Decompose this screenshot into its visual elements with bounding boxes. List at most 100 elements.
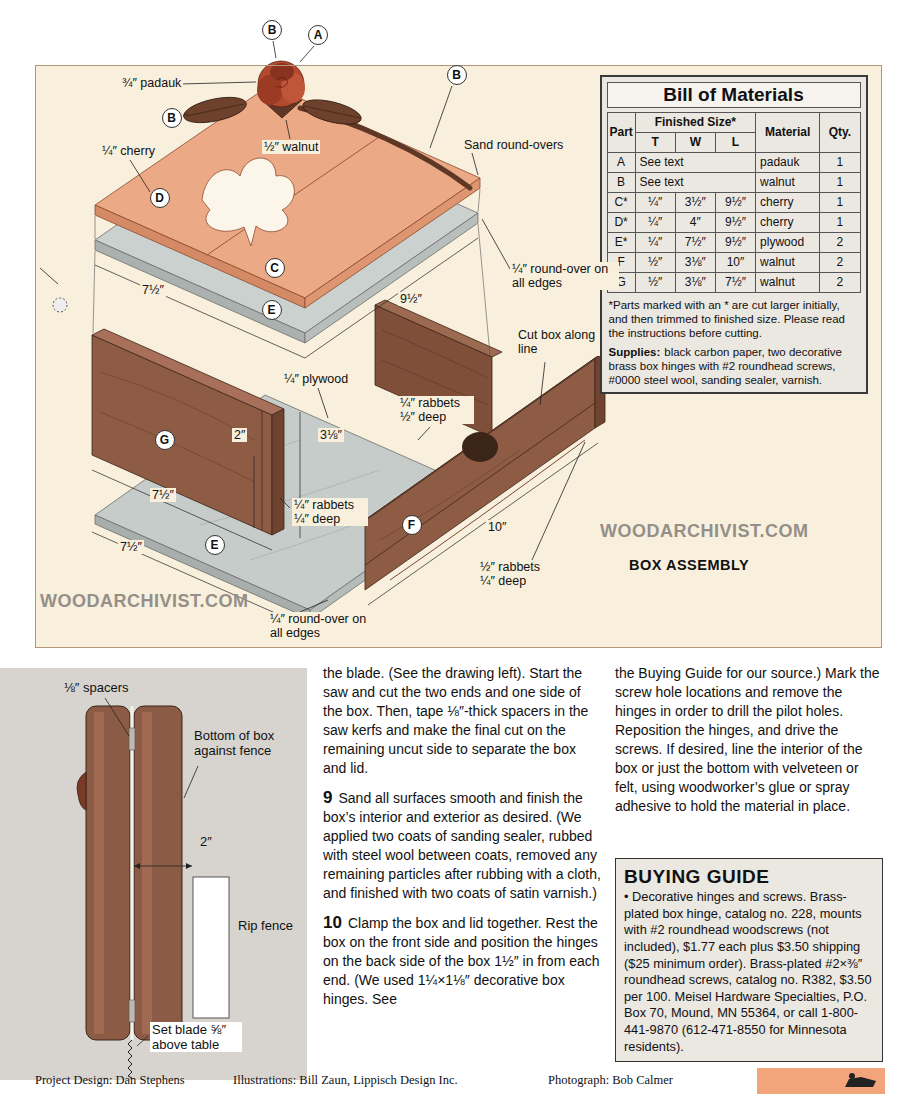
table-cell: See text (635, 172, 755, 192)
front-panel-f (462, 432, 498, 462)
cherry-lid (95, 85, 480, 298)
table-cell: 1 (820, 152, 860, 172)
leader-lines (300, 46, 314, 62)
table-cell: ½″ (635, 272, 675, 292)
explode-lines (93, 189, 490, 355)
text-column: the Buying Guide for our source.) Mark t… (615, 664, 883, 816)
paragraph-number: 10 (323, 913, 342, 932)
cut-figure (0, 668, 307, 1080)
end-panel-g (262, 411, 263, 531)
callout-circle: B (262, 20, 282, 40)
end-panel (375, 300, 502, 357)
hinge-pin (53, 298, 67, 312)
dimension-label: 7½″ (150, 488, 176, 502)
callout-letter: E (263, 301, 281, 319)
dimension-label: ¼″ rabbets ¼″ deep (292, 498, 368, 526)
callout-letter: G (156, 431, 174, 449)
leader-lines (286, 120, 290, 139)
supplies-heading: Supplies: (609, 346, 661, 358)
table-header: Finished Size* (635, 112, 755, 132)
table-cell: 1 (820, 212, 860, 232)
table-cell: plywood (756, 232, 820, 252)
leader-lines (183, 113, 188, 116)
panel-ground (35, 65, 882, 648)
callout-circle: A (308, 25, 328, 45)
table-header: Part (607, 112, 635, 152)
leader-lines (300, 600, 328, 612)
cherry-lid (202, 158, 294, 246)
rose-carving (258, 61, 304, 107)
dimension-label: ¼″ round-over on all edges (268, 612, 377, 640)
footer-tab (757, 1068, 885, 1094)
table-cell: ¼″ (635, 232, 675, 252)
table-cell: 2 (820, 232, 860, 252)
dimension-lines (305, 238, 478, 358)
end-panel (382, 330, 488, 405)
explode-lines (478, 224, 490, 355)
paragraph-number: 9 (323, 788, 332, 807)
dimension-lines (95, 265, 305, 358)
table-header: W (675, 132, 715, 152)
table-cell: D* (607, 212, 635, 232)
table-cell: cherry (756, 192, 820, 212)
materials-table: PartFinished Size*MaterialQty.TWLASee te… (607, 112, 861, 293)
table-header: Qty. (820, 112, 860, 152)
callout-circle: C (265, 258, 285, 278)
paragraph: 10Clamp the box and lid together. Rest t… (323, 913, 603, 1009)
dimension-label: 10″ (486, 520, 508, 534)
callout-letter: D (151, 189, 169, 207)
callout-letter: E (206, 536, 224, 554)
table-cell: walnut (756, 252, 820, 272)
table-title: Bill of Materials (607, 82, 861, 108)
footer-tab (849, 1073, 855, 1079)
header-row: PartFinished Size*MaterialQty. (607, 112, 860, 132)
leader-lines (540, 362, 545, 405)
front-panel-f (365, 352, 605, 590)
footer-tab (845, 1077, 876, 1087)
cut-figure (94, 712, 104, 1034)
cut-figure (134, 706, 182, 1040)
table-cell: 10″ (715, 252, 755, 272)
leader-lines (40, 268, 58, 284)
callout-letter: F (403, 516, 421, 534)
dimension-label: 7½″ (140, 283, 166, 297)
credit-line: Project Design: Dan Stephens (35, 1073, 185, 1088)
table-cell: walnut (756, 172, 820, 192)
table-cell: 4″ (675, 212, 715, 232)
cut-figure (134, 866, 192, 867)
dimension-label: ¼″ round-over on all edges (510, 262, 619, 290)
table-row: G½″3⅛″7½″walnut2 (607, 272, 860, 292)
table-row: E*¼″7½″9½″plywood2 (607, 232, 860, 252)
cut-figure (193, 877, 229, 1018)
table-cell: cherry (756, 212, 820, 232)
dimension-label: ¼″ cherry (100, 144, 157, 158)
end-panel-g (92, 329, 284, 535)
bill-of-materials: Bill of MaterialsPartFinished Size*Mater… (600, 75, 868, 394)
explode-lines (478, 189, 480, 212)
figure-label: 2″ (198, 834, 214, 849)
dimension-label: ½″ rabbets ¼″ deep (478, 560, 554, 588)
dimension-label: ¼″ plywood (282, 372, 350, 386)
dimension-label: 9½″ (398, 292, 424, 306)
leader-lines (318, 388, 328, 418)
callout-circle: B (162, 108, 182, 128)
dimension-lines (92, 238, 598, 624)
cut-figure (131, 706, 134, 1040)
table-header: L (715, 132, 755, 152)
cut-figure (142, 712, 152, 1034)
table-cell: 7½″ (675, 232, 715, 252)
callout-circle: F (402, 515, 422, 535)
callout-letter: A (309, 26, 327, 44)
table-cell: 9½″ (715, 232, 755, 252)
callout-circle: G (155, 430, 175, 450)
body-text: Clamp the box and lid together. Rest the… (323, 915, 600, 1007)
illustration-panel: BOX ASSEMBLYBBDCEGFEBill of MaterialsPar… (35, 65, 882, 648)
cut-figure (0, 668, 307, 1080)
cut-figure (184, 766, 198, 798)
cut-figure (134, 863, 140, 869)
body-text: the Buying Guide for our source.) Mark t… (615, 665, 880, 814)
table-cell: 3⅛″ (675, 272, 715, 292)
explode-lines (95, 216, 96, 239)
rose-carving (181, 61, 470, 188)
